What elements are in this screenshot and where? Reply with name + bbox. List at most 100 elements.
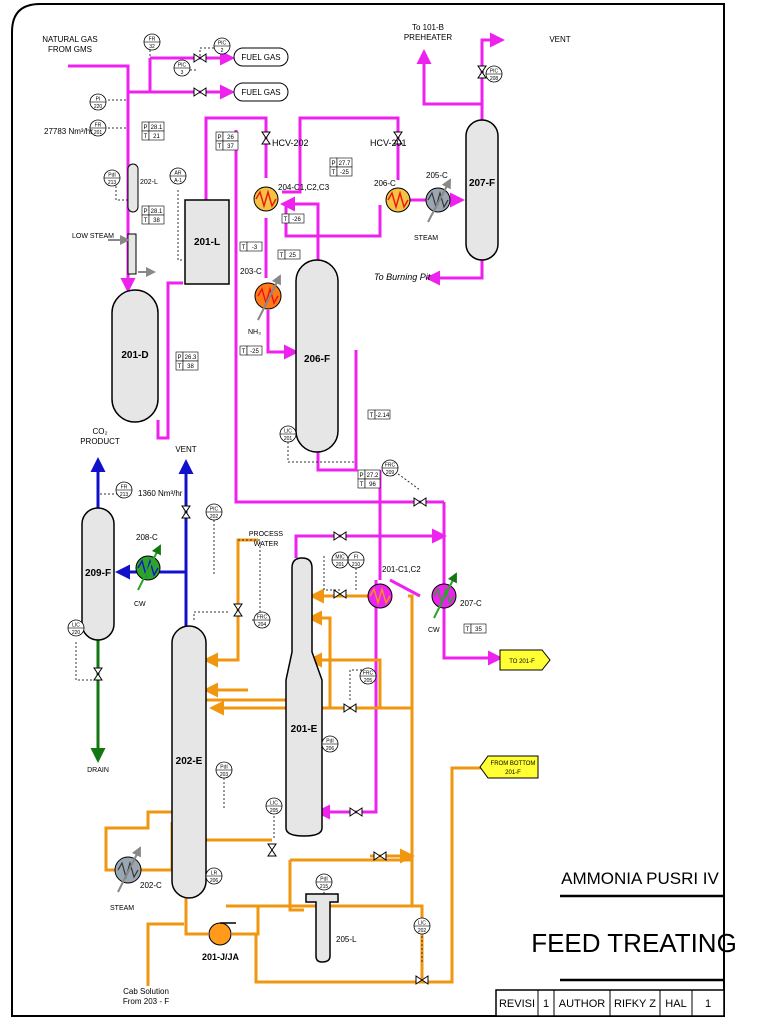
instrument-ar-a-1[interactable]: ARA-1: [169, 167, 187, 185]
valve-frc209[interactable]: [413, 497, 427, 507]
readout-value: 28.1: [151, 209, 163, 215]
label-201-e: 201-E: [291, 724, 318, 735]
valve-hcv201[interactable]: [393, 131, 403, 145]
readout-value-cell: [374, 409, 391, 420]
author-label: AUTHOR: [559, 998, 606, 1010]
vessel-209-f[interactable]: [81, 507, 115, 641]
revisi-label: REVISI: [499, 998, 535, 1010]
valve-hcv202[interactable]: [261, 131, 271, 145]
readout-value: 21: [153, 134, 160, 140]
to-201f-flag[interactable]: [499, 649, 551, 671]
instrument-number: 3: [181, 70, 184, 76]
valve-pic208[interactable]: [477, 65, 487, 79]
instrument-tag: PdI: [108, 173, 116, 179]
readout-value-cell: [364, 478, 381, 489]
valve-mic201[interactable]: [333, 589, 347, 599]
instrument-tag: FRC: [363, 671, 374, 677]
vessel-202-e[interactable]: [171, 625, 207, 899]
pump-201-j[interactable]: [208, 922, 232, 946]
instrument-number: 213: [108, 180, 117, 186]
instrument-tag: LIC: [284, 429, 292, 435]
vessel-201-d[interactable]: [111, 289, 159, 423]
valve-pic202[interactable]: [181, 505, 191, 519]
instrument-number: 2: [221, 48, 224, 54]
vessel-205-l[interactable]: [305, 893, 339, 963]
fuel-gas-1-box[interactable]: [233, 47, 289, 67]
label-205-c: 205-C: [426, 171, 448, 180]
vessel-207-f[interactable]: [465, 119, 499, 261]
readout-key: P: [177, 355, 181, 361]
valve-201e-bottom[interactable]: [349, 807, 363, 817]
vessel-201-l[interactable]: [184, 199, 230, 285]
instrument-tag: FRC: [257, 615, 268, 621]
hcv201-label: HCV-201: [370, 138, 407, 148]
steam-arrow-202c: [117, 846, 141, 893]
valve-lic202[interactable]: [415, 975, 429, 985]
author-value: RIFKY Z: [614, 998, 656, 1010]
readout-value-cell: [148, 214, 165, 225]
title-block: AMMONIA PUSRI IV FEED TREATING REVISI 1 …: [495, 869, 737, 1017]
cw-208-label: CW: [134, 601, 146, 608]
instrument-number: 220: [94, 104, 103, 110]
to-201f-label: TO 201-F: [509, 659, 535, 665]
valve-frc204[interactable]: [233, 603, 243, 617]
readout-value: -25: [250, 349, 259, 355]
flow-co2-label: 1360 Nm³/hr: [138, 489, 183, 498]
to-101b-label-1: To 101-B: [412, 23, 444, 32]
from-bottom-flag[interactable]: [479, 755, 539, 779]
valve-frc205[interactable]: [343, 703, 357, 713]
process-water-label-1: PROCESS: [249, 531, 284, 538]
valve-top-201c[interactable]: [333, 531, 347, 541]
instrument-number: 201: [284, 436, 293, 442]
vessel-206-f[interactable]: [295, 259, 339, 453]
instrument-tag: FR: [95, 123, 102, 129]
readout-value: 26.3: [185, 355, 197, 361]
valve-pic2[interactable]: [193, 53, 207, 63]
exchanger-205-c-coil: [427, 190, 449, 210]
vessel-202-l[interactable]: [127, 163, 139, 213]
instrument-tag: LIC: [418, 921, 426, 927]
label-207-c: 207-C: [460, 599, 482, 608]
instrument-number: 205: [270, 808, 279, 814]
instrument-tag: PdI: [320, 877, 328, 883]
label-201-c: 201-C1,C2: [382, 565, 421, 574]
valve-pic3[interactable]: [193, 87, 207, 97]
readout-value-cell: [182, 360, 199, 371]
readout-value: 27.2: [367, 473, 379, 479]
steam-205c-label: STEAM: [414, 235, 438, 242]
valve-lic205[interactable]: [267, 843, 277, 857]
readout-key: T: [178, 364, 182, 370]
valve-205l[interactable]: [373, 851, 387, 861]
exchanger-206-c-coil: [387, 190, 409, 210]
label-204-c: 204-C1,C2,C3: [278, 183, 330, 192]
valve-drain[interactable]: [93, 667, 103, 681]
fuel-gas-2-box[interactable]: [233, 82, 289, 102]
instrument-number: 210: [352, 562, 361, 568]
vessel-201-e[interactable]: [285, 557, 323, 837]
